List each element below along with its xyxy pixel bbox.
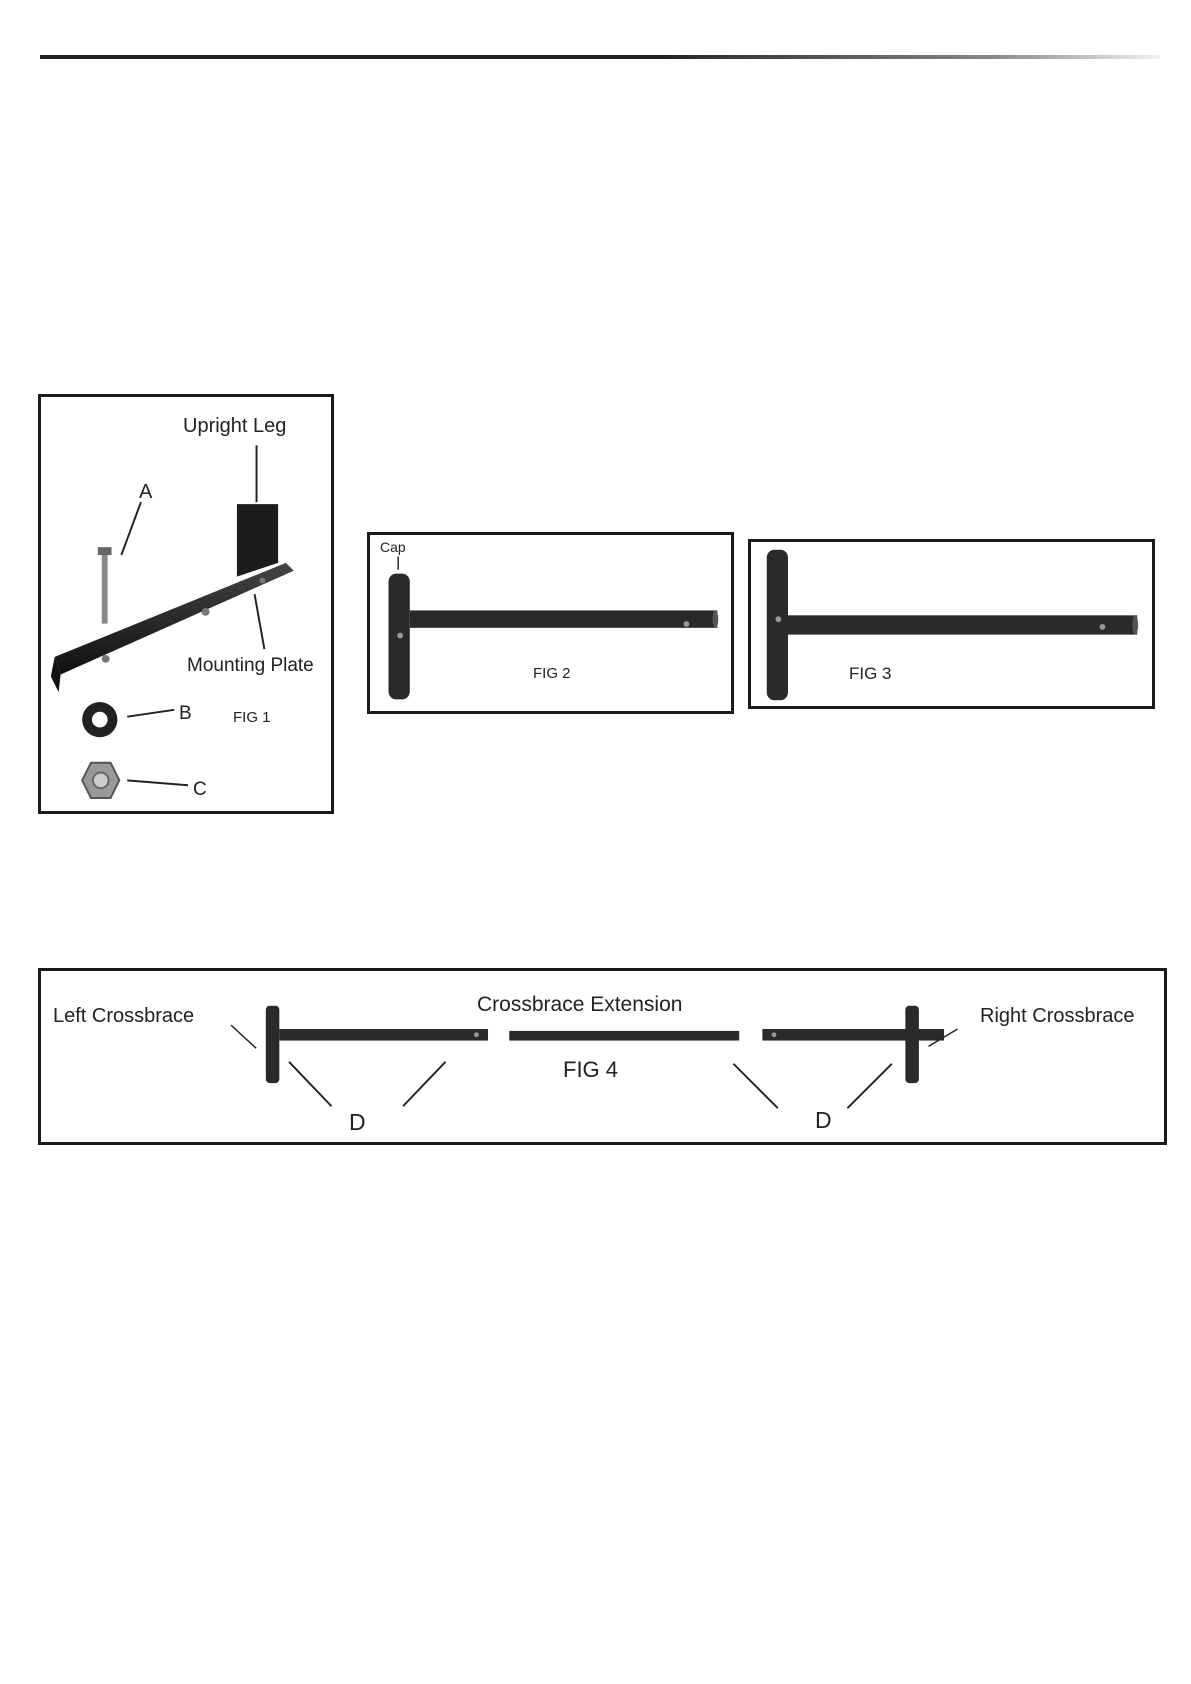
header-rule	[40, 55, 1160, 59]
label-a: A	[139, 481, 152, 504]
fig1-illustration	[41, 397, 331, 811]
left-crossbrace-vertical	[266, 1006, 280, 1083]
crossbrace-extension-label: Crossbrace Extension	[477, 993, 682, 1017]
bolt-a-part	[102, 553, 108, 624]
left-crossbrace-horizontal	[279, 1029, 488, 1041]
crossbrace-extension-part	[509, 1031, 739, 1041]
fig1-panel: Upright Leg A Mounting Plate B FIG 1 C	[38, 394, 334, 814]
label-b: B	[179, 703, 192, 725]
label-c: C	[193, 779, 207, 801]
fig4-panel: Left Crossbrace Crossbrace Extension FIG…	[38, 968, 1167, 1145]
cap-label: Cap	[380, 539, 406, 555]
fig3-vertical-tube	[767, 550, 788, 700]
fig3-illustration	[751, 542, 1152, 706]
fig1-caption: FIG 1	[233, 709, 271, 726]
mounting-plate-label: Mounting Plate	[187, 655, 314, 677]
upright-leg-label: Upright Leg	[183, 415, 286, 438]
right-crossbrace-vertical	[905, 1006, 919, 1083]
fig2-horizontal-tube	[410, 610, 718, 627]
fig2-panel: Cap FIG 2	[367, 532, 734, 714]
upright-leg-part	[237, 504, 278, 577]
fig3-panel: FIG 3	[748, 539, 1155, 709]
fig4-caption: FIG 4	[563, 1057, 618, 1083]
fig2-illustration	[370, 535, 731, 711]
left-crossbrace-label: Left Crossbrace	[53, 1005, 194, 1028]
label-d-left: D	[349, 1109, 366, 1136]
label-d-right: D	[815, 1107, 832, 1134]
right-crossbrace-label: Right Crossbrace	[980, 1005, 1135, 1028]
fig3-caption: FIG 3	[849, 664, 892, 684]
fig2-caption: FIG 2	[533, 665, 571, 682]
fig3-horizontal-tube	[788, 615, 1137, 634]
